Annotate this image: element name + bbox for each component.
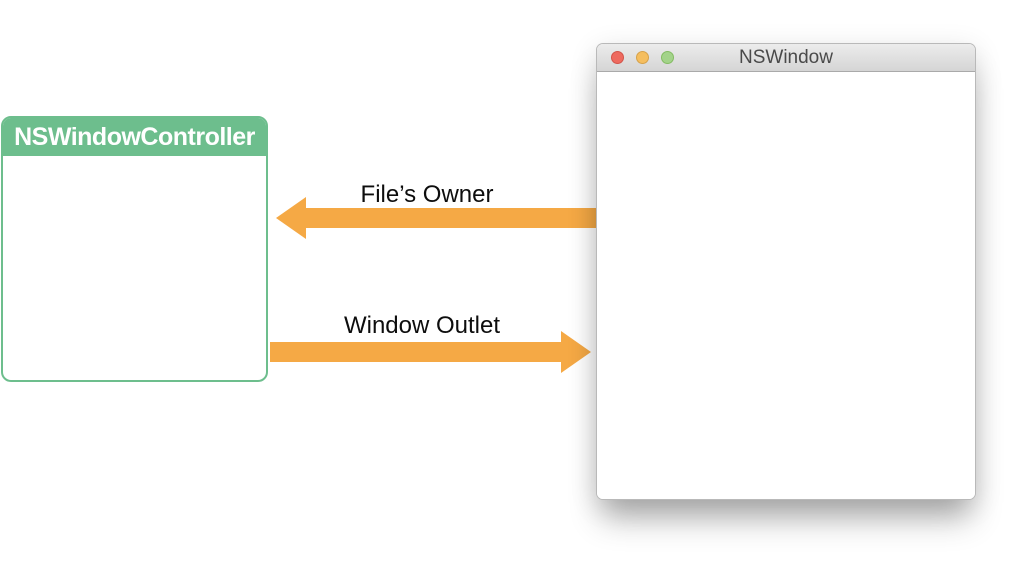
window-outlet-arrowhead-icon [561,331,591,373]
nswindow-titlebar[interactable]: NSWindow [597,44,975,72]
window-outlet-label: Window Outlet [343,312,501,339]
window-outlet-arrow-shaft [270,342,562,362]
nswindowcontroller-box: NSWindowController [1,116,268,382]
files-owner-arrow-shaft [305,208,597,228]
files-owner-arrowhead-icon [276,197,306,239]
files-owner-label: File’s Owner [360,181,494,208]
minimize-button[interactable] [636,51,649,64]
close-button[interactable] [611,51,624,64]
nswindow-title: NSWindow [739,46,833,68]
nswindowcontroller-title: NSWindowController [14,122,255,151]
traffic-lights [611,51,674,64]
zoom-button[interactable] [661,51,674,64]
nswindowcontroller-header: NSWindowController [3,118,266,156]
nswindow-content [597,72,975,499]
nswindow-window: NSWindow [596,43,976,500]
